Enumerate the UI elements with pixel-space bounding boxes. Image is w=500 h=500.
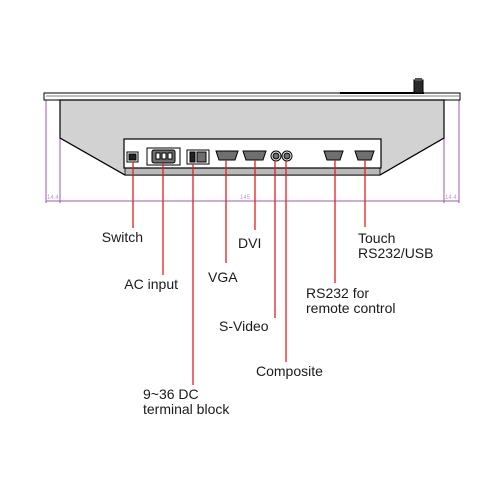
dim-mark-left: 14.4 bbox=[47, 195, 59, 201]
label-rs232-remote-line2: remote control bbox=[306, 300, 396, 316]
label-s-video: S-Video bbox=[219, 318, 269, 334]
label-ac-input: AC input bbox=[124, 276, 178, 292]
label-touch-line1: Touch bbox=[358, 230, 396, 246]
label-switch: Switch bbox=[101, 229, 143, 245]
dvi-port-icon bbox=[242, 150, 267, 161]
rs232-remote-port-icon bbox=[323, 150, 344, 161]
dim-mark-right: 14.4 bbox=[445, 195, 457, 201]
label-dc-terminal: 9~36 DC terminal block bbox=[143, 387, 229, 417]
dc-terminal-block-icon bbox=[186, 149, 210, 165]
label-touch-line2: RS232/USB bbox=[358, 245, 434, 261]
label-dc-terminal-line1: 9~36 DC bbox=[143, 386, 199, 402]
vga-port-icon bbox=[215, 150, 239, 161]
label-dc-terminal-line2: terminal block bbox=[143, 401, 230, 417]
leader-lines bbox=[132, 160, 366, 385]
top-bezel bbox=[43, 92, 461, 101]
label-dvi: DVI bbox=[238, 235, 262, 251]
ports bbox=[126, 147, 375, 166]
label-composite: Composite bbox=[256, 363, 323, 379]
composite-port-icon bbox=[281, 150, 293, 162]
s-video-port-icon bbox=[270, 150, 282, 162]
label-rs232-remote-line1: RS232 for bbox=[306, 285, 370, 301]
power-switch-icon bbox=[126, 151, 139, 163]
label-vga: VGA bbox=[208, 269, 238, 285]
label-touch: Touch RS232/USB bbox=[358, 231, 433, 261]
touch-port-icon bbox=[354, 150, 375, 161]
label-rs232-remote: RS232 for remote control bbox=[306, 286, 395, 316]
knob-icon bbox=[413, 78, 424, 94]
dim-mark-center: 145 bbox=[240, 195, 251, 201]
ac-socket-icon bbox=[146, 147, 181, 166]
